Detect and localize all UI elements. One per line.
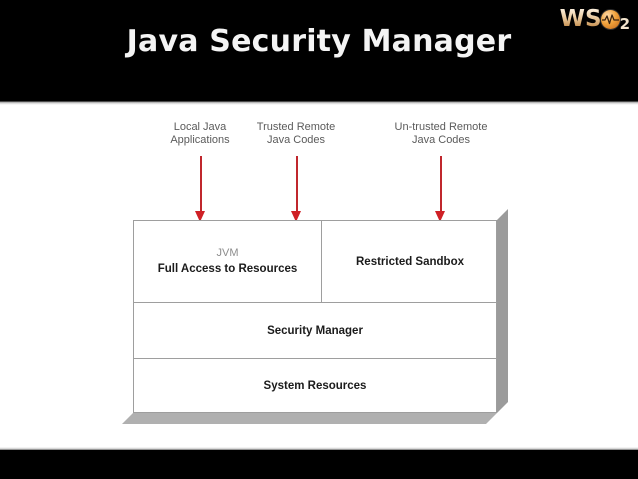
security-manager-diagram: Local Java Applications Trusted Remote J… [0,105,638,447]
wso2-logo-subscript: 2 [619,15,630,33]
security-manager-cell: Security Manager [134,303,496,358]
arrow-shaft [440,156,442,212]
wso2-logo-text: WS [559,5,602,32]
restricted-sandbox-label: Restricted Sandbox [356,255,464,268]
down-arrow-icon-local-java [195,156,206,223]
jvm-full-access-cell: JVM Full Access to Resources [134,221,322,302]
wso2-logo: WS 2 [560,4,630,34]
down-arrow-icon-trusted-remote [291,156,302,223]
system-resources-cell: System Resources [134,359,496,412]
jvm-full-access-label: Full Access to Resources [157,263,298,275]
footer-band [0,450,638,479]
stack-shadow-right [497,209,508,413]
arrow-shaft [296,156,298,212]
footer-divider [0,447,638,450]
pulse-circle-icon [600,9,620,29]
arrow-head [195,211,205,222]
source-label-untrusted-remote-java-codes: Un-trusted Remote Java Codes [394,121,488,146]
arrow-head [291,211,301,222]
page-title: Java Security Manager [126,24,512,59]
execution-layer: JVM Full Access to Resources Restricted … [133,220,497,302]
arrow-head [435,211,445,222]
jvm-label: JVM [216,247,239,259]
system-resources-label: System Resources [263,379,367,392]
source-label-local-java-applications: Local Java Applications [170,121,230,146]
system-resources-layer: System Resources [133,359,497,413]
arrow-shaft [200,156,202,212]
security-manager-layer: Security Manager [133,302,497,359]
security-manager-label: Security Manager [267,324,363,337]
source-label-trusted-remote-java-codes: Trusted Remote Java Codes [256,121,336,146]
restricted-sandbox-cell: Restricted Sandbox [322,221,498,302]
down-arrow-icon-untrusted-remote [435,156,446,223]
header-band [0,0,638,101]
header-divider [0,101,638,105]
layer-stack: JVM Full Access to Resources Restricted … [122,209,508,424]
stack-shadow-bottom [122,413,497,424]
